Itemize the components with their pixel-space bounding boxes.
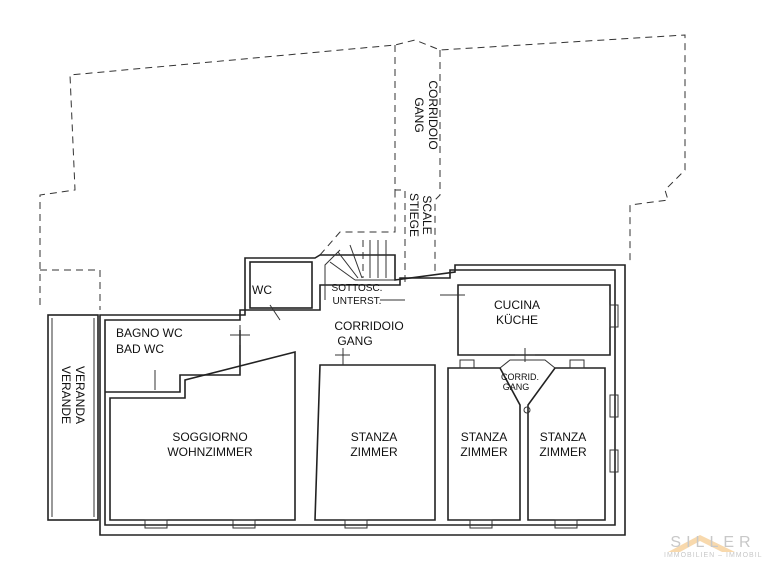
dashed-corridor: [434, 50, 441, 272]
corridor-angled: [499, 359, 556, 369]
dashed-stairs: [319, 190, 396, 256]
bagno-wall: [105, 330, 241, 393]
wc-room: [249, 261, 313, 309]
label-corridoio-small: CORRID.GANG: [501, 372, 539, 392]
dashed-outline: [39, 34, 686, 305]
veranda: [47, 314, 99, 521]
staircase: [324, 240, 395, 300]
door-markers: [154, 294, 535, 414]
stanza2-room: [447, 367, 521, 521]
label-corridoio-top: CORRIDOIOGANG: [412, 80, 440, 149]
logo-roof-icon: [668, 535, 735, 552]
stanza3-room: [527, 367, 606, 521]
label-sottoscala: SOTTOSC.UNTERST.: [332, 283, 383, 307]
soggiorno-room: [109, 350, 296, 521]
dashed-corridor: [394, 45, 406, 285]
label-wc: WC: [252, 283, 272, 297]
inner-outer-wall: [104, 269, 616, 526]
logo-name: SILLER: [670, 534, 756, 551]
label-veranda: VERANDAVERANDE: [59, 366, 87, 424]
logo-subtitle: IMMOBILIEN – IMMOBILI: [664, 552, 762, 559]
windows: [144, 304, 619, 529]
cucina-room: [457, 284, 611, 356]
siller-logo: SILLER IMMOBILIEN – IMMOBILI: [664, 534, 762, 559]
label-scale: SCALESTIEGE: [407, 193, 434, 237]
dashed-line: [40, 269, 101, 310]
stanza1-room: [314, 364, 436, 521]
